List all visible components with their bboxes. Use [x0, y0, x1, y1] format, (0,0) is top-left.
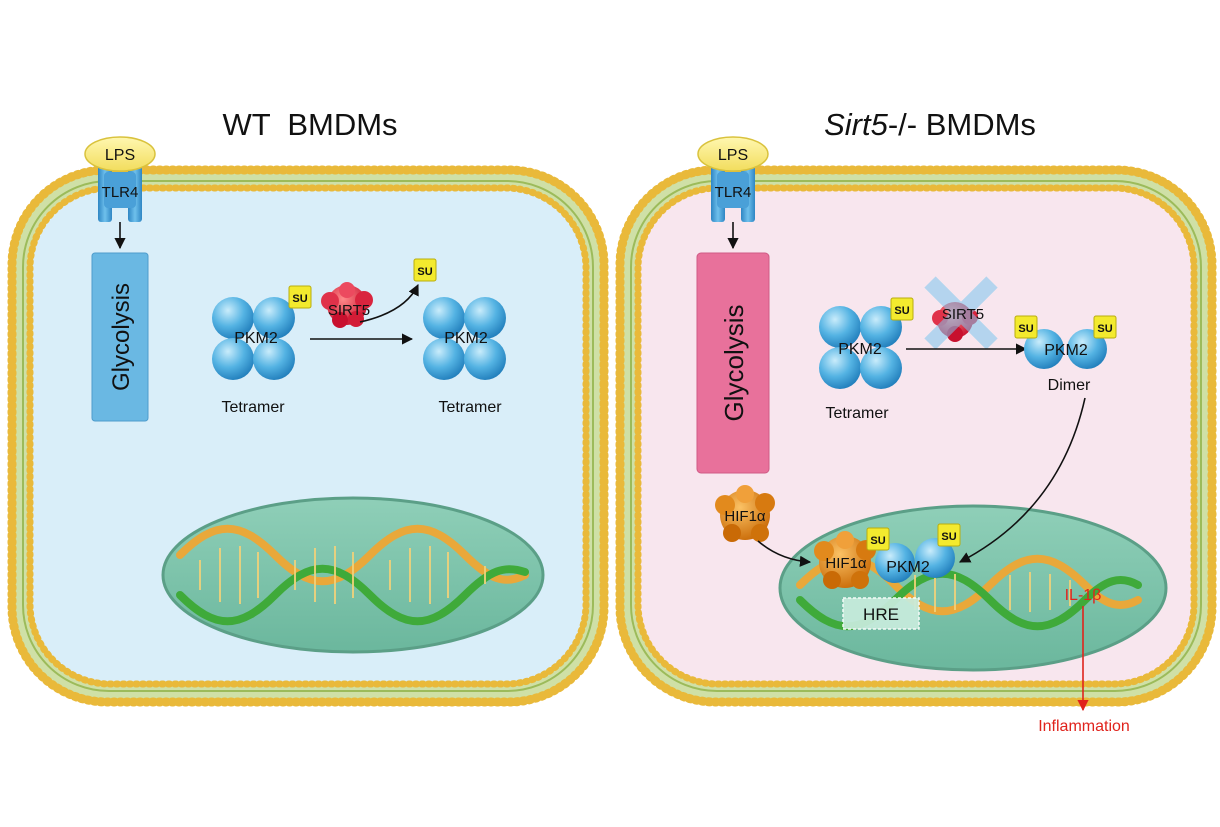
ko-pkm2-nucleus-dimer	[875, 538, 955, 583]
ko-sirt5-label: SIRT5	[942, 306, 984, 323]
wt-su-badge-released: SU	[413, 258, 437, 282]
wt-tetramer-left-label: Tetramer	[221, 399, 285, 416]
wt-pkm2-left-label: PKM2	[234, 330, 278, 347]
wt-pkm2-right-label: PKM2	[444, 330, 488, 347]
ko-pkm2-tetramer-label: PKM2	[838, 341, 882, 358]
ko-pkm2-dimer	[1024, 329, 1107, 369]
wt-tlr4-receptor: TLR4	[98, 160, 142, 222]
ko-hre-label: HRE	[863, 605, 899, 624]
wt-su-release-arrow	[359, 283, 419, 323]
ko-su-badge-2: SU	[1014, 315, 1038, 339]
wt-tetramer-right-label: Tetramer	[438, 399, 502, 416]
wt-pkm2-tetramer-left	[212, 297, 295, 380]
svg-text:SU: SU	[941, 531, 956, 543]
ko-pkm2-nucleus-label: PKM2	[886, 559, 930, 576]
ko-il1b-label: IL-1β	[1065, 587, 1102, 604]
svg-text:SU: SU	[292, 293, 307, 305]
ko-pkm2-dimer-label: PKM2	[1044, 342, 1088, 359]
ko-tlr4-label: TLR4	[715, 184, 752, 201]
ko-glycolysis-box	[696, 252, 770, 474]
ko-hif1a-bound	[814, 531, 876, 589]
wt-panel: WT BMDMs TLR4 LPS Glycolysis PKM2 SU Tet…	[7, 107, 609, 707]
ko-hre-box	[842, 597, 920, 630]
ko-title: Sirt5-/- BMDMs	[824, 107, 1036, 142]
ko-panel: Sirt5-/- BMDMs TLR4 LPS Glycolysis PKM2 …	[615, 107, 1217, 735]
wt-lps-label: LPS	[105, 147, 135, 164]
wt-lps	[84, 136, 156, 172]
svg-text:SU: SU	[417, 266, 432, 278]
wt-sirt5-label: SIRT5	[328, 302, 370, 319]
ko-lps-label: LPS	[718, 147, 748, 164]
ko-su-badge-5: SU	[937, 523, 961, 547]
wt-pkm2-tetramer-right	[423, 297, 506, 380]
ko-hif1a-free-label: HIF1α	[724, 508, 766, 525]
svg-text:SU: SU	[1097, 323, 1112, 335]
wt-title: WT BMDMs	[222, 107, 397, 142]
ko-hif1a-free	[715, 485, 775, 542]
wt-sirt5-enzyme	[321, 282, 373, 328]
ko-su-badge-1: SU	[890, 297, 914, 321]
wt-glycolysis-box	[91, 252, 149, 422]
ko-hif1a-translocation-arrow	[757, 540, 812, 567]
ko-title-rest: -/- BMDMs	[888, 107, 1036, 142]
ko-tlr4-receptor: TLR4	[711, 160, 755, 222]
ko-dimer-to-nucleus-arrow	[959, 397, 1086, 563]
wt-su-badge-tetramer: SU	[288, 285, 312, 309]
ko-glycolysis-label: Glycolysis	[719, 304, 749, 421]
svg-text:SU: SU	[870, 535, 885, 547]
ko-su-badge-3: SU	[1093, 315, 1117, 339]
wt-tlr4-label: TLR4	[102, 184, 139, 201]
svg-text:SU: SU	[1018, 323, 1033, 335]
ko-hif1a-bound-label: HIF1α	[825, 555, 867, 572]
svg-text:SU: SU	[894, 305, 909, 317]
wt-dna-helix	[176, 524, 529, 626]
ko-title-gene: Sirt5	[824, 107, 889, 142]
wt-glycolysis-label: Glycolysis	[108, 283, 135, 391]
ko-dimer-label: Dimer	[1048, 377, 1091, 394]
ko-inflammation-label: Inflammation	[1038, 718, 1130, 735]
ko-su-badge-4: SU	[866, 527, 890, 551]
ko-tetramer-label: Tetramer	[825, 405, 889, 422]
ko-lps	[697, 136, 769, 172]
ko-sirt5-knockout-cross	[924, 276, 998, 350]
